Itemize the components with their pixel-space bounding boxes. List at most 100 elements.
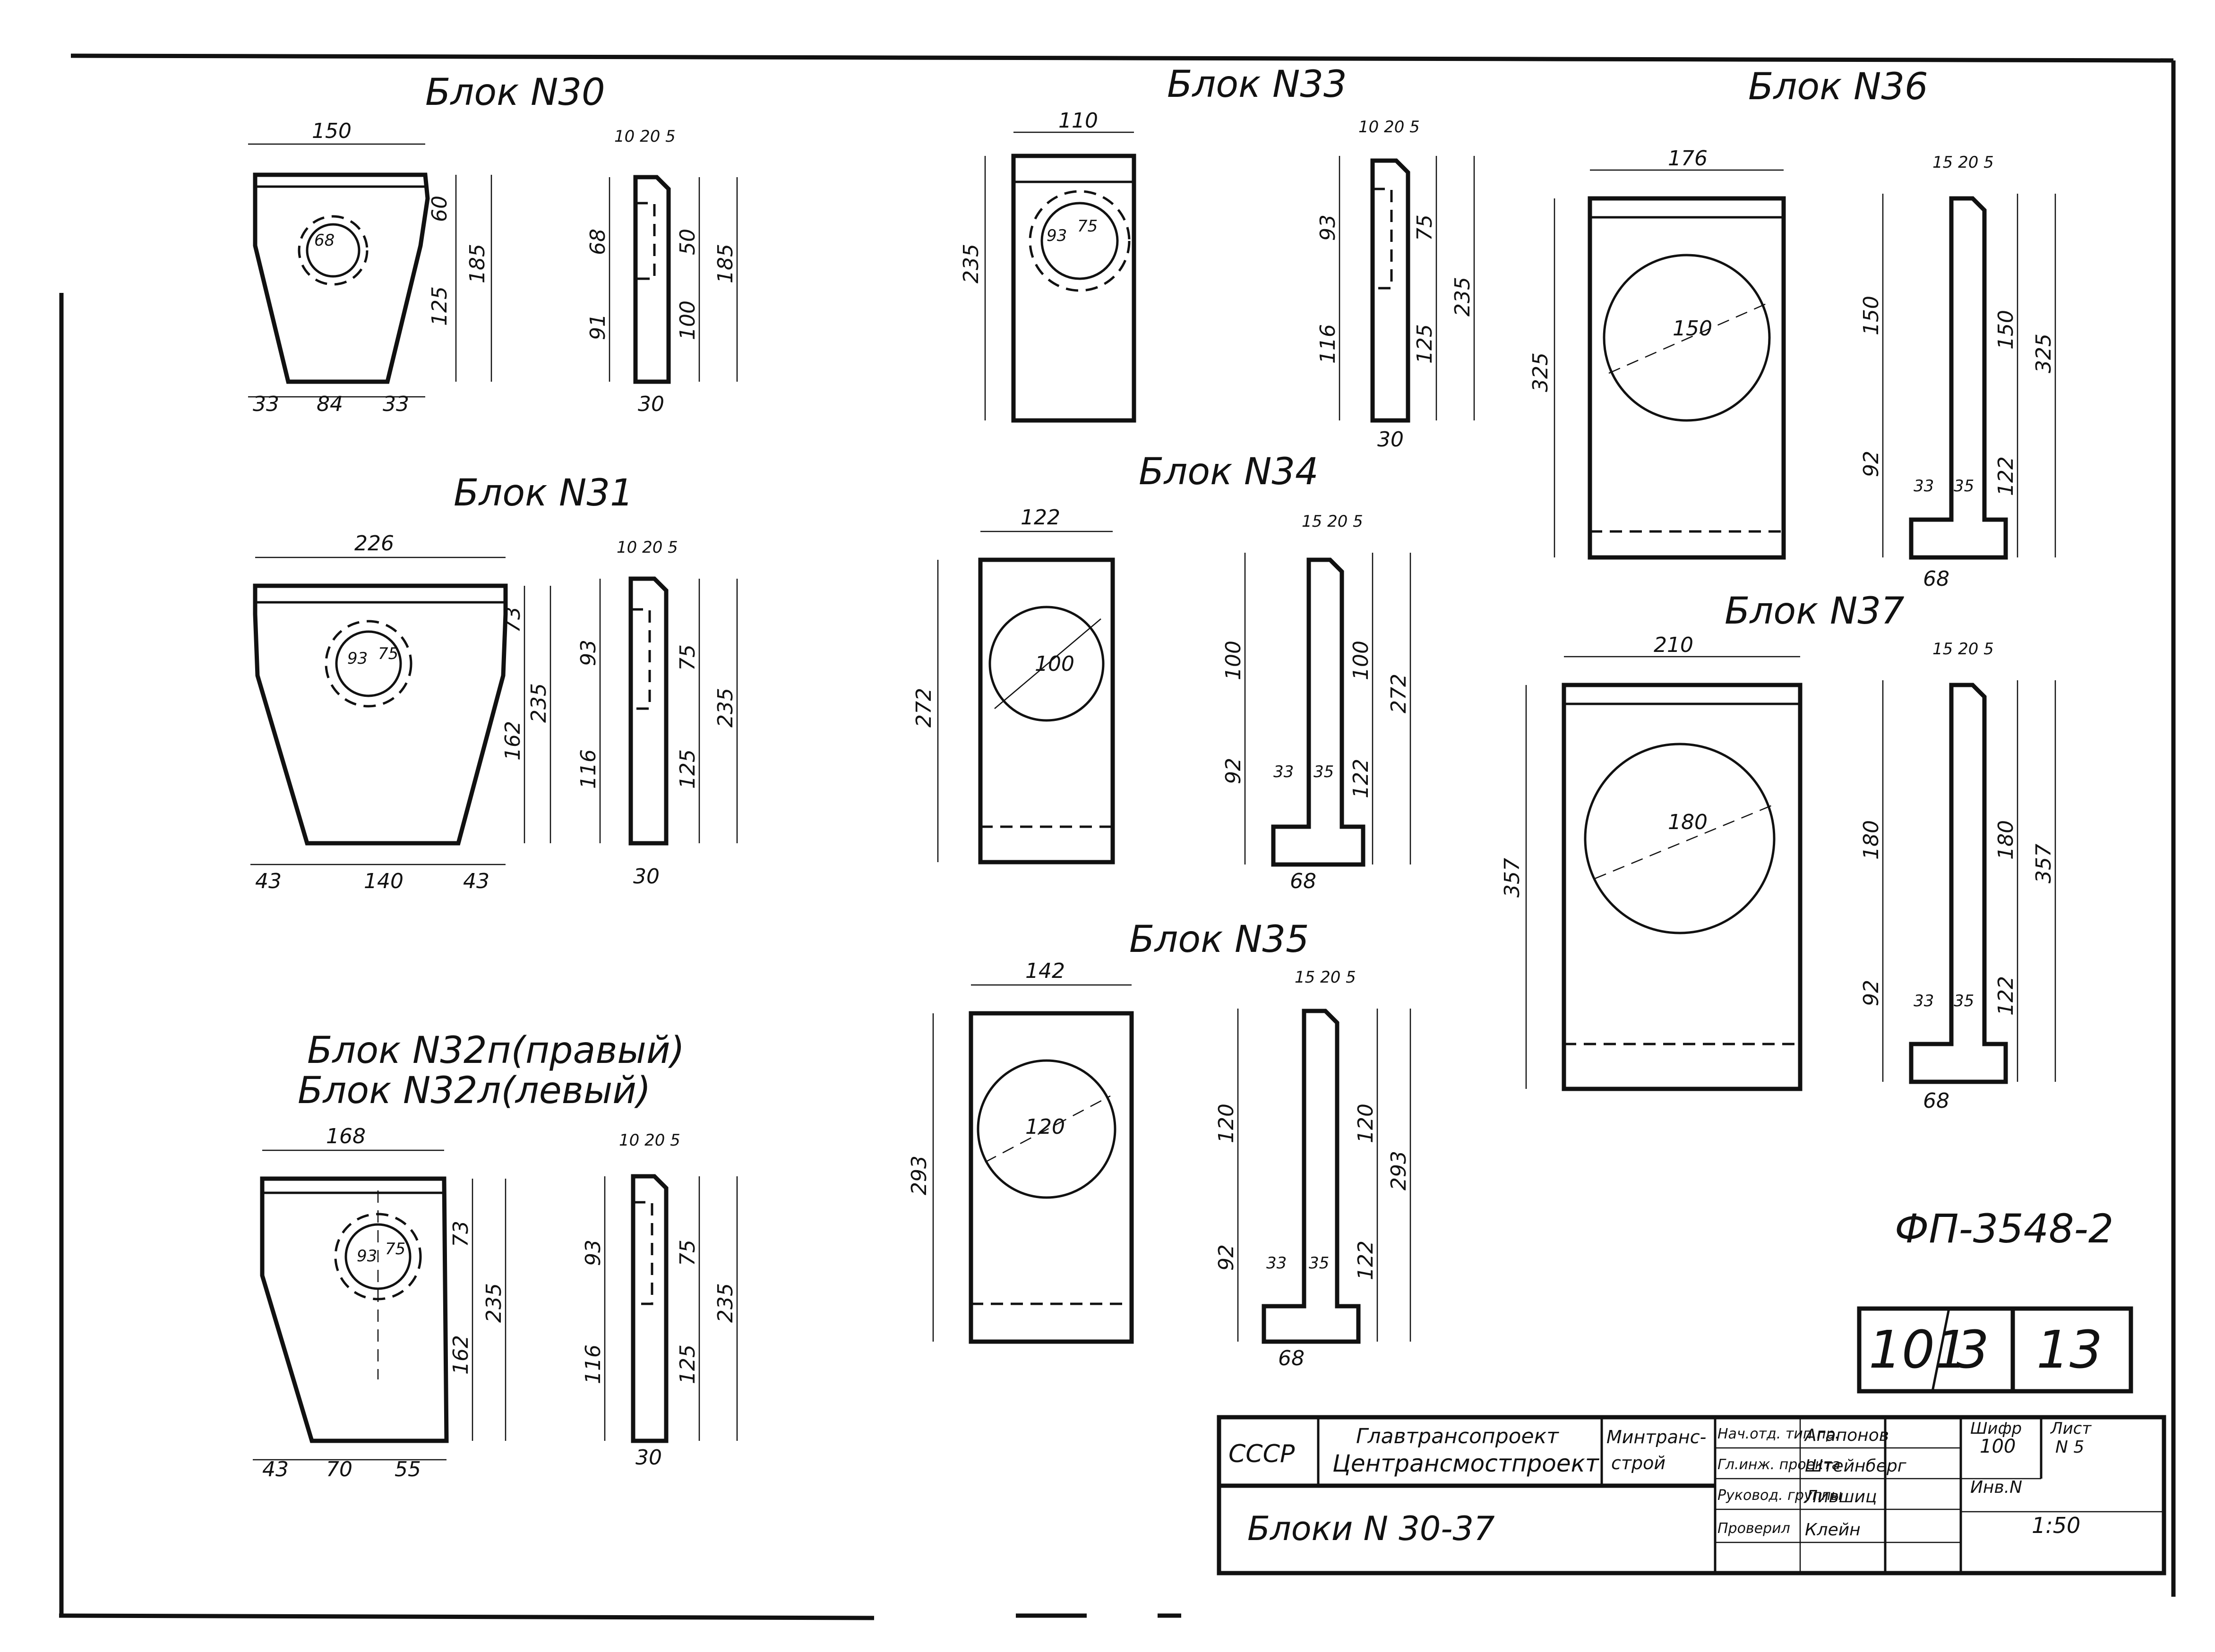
block-32-dim-h2: 162	[449, 1335, 473, 1375]
block-37-hole: 180	[1668, 810, 1708, 834]
block-30-side-bottom: 30	[638, 392, 664, 416]
tb-name-1: Агапонов	[1804, 1426, 1889, 1445]
tb-drawing-title: Блоки N 30-37	[1247, 1509, 1495, 1548]
block-30-side: 10 20 5 185 30 68 91 50 100	[586, 127, 738, 416]
block-33-side-total: 235	[1451, 277, 1475, 317]
block-34: Блок N34 122 272 100 15 20 5 272 68 33 3…	[912, 451, 1411, 893]
block-35-side-total: 293	[1387, 1151, 1411, 1190]
block-34-hole: 100	[1035, 652, 1074, 676]
block-37: Блок N37 210 357 180 15 20 5 357 68 33 3…	[1500, 590, 2056, 1113]
block-30-dim-br: 33	[383, 392, 409, 416]
block-31-side-bottom: 30	[633, 865, 660, 889]
block-30-title: Блок N30	[425, 71, 605, 114]
block-34-dim-h: 272	[912, 688, 936, 728]
block-37-dim-top: 210	[1654, 633, 1693, 657]
block-32-hole: 93	[357, 1247, 377, 1266]
block-32-title2: Блок N32л(левый)	[298, 1070, 651, 1112]
block-35-side-top: 15 20 5	[1295, 968, 1356, 987]
tb-ministry2: строй	[1611, 1453, 1666, 1473]
block-34-front: 122 272 100	[912, 505, 1115, 865]
block-33-side-l4: 116	[1316, 324, 1340, 364]
block-30-dim-h2: 125	[428, 286, 452, 326]
block-30-dim-bl: 33	[253, 392, 279, 416]
tb-role-2: Гл.инж. проекта	[1717, 1456, 1840, 1473]
block-33-dim-h: 235	[959, 244, 983, 283]
block-32-dim-bm: 70	[326, 1457, 352, 1481]
title-block: СССР Главтрансопроект Центрансмостпроект…	[1217, 1415, 2166, 1575]
block-35-front: 142 293 120	[907, 959, 1134, 1344]
block-30-side-r4: 100	[676, 300, 700, 340]
block-34-title: Блок N34	[1139, 451, 1319, 493]
tb-list-label: Лист	[2050, 1419, 2092, 1438]
tb-inv: Инв.N	[1970, 1478, 2022, 1497]
block-31-dim-top: 226	[354, 531, 394, 556]
tb-scale: 1:50	[2032, 1513, 2080, 1538]
sheet-frame	[59, 53, 2176, 1620]
block-30-dim-top: 150	[312, 119, 352, 143]
block-31-side-r3: 75	[676, 644, 700, 671]
block-30-side-l2: 68	[586, 229, 610, 255]
block-36-hole: 150	[1673, 317, 1712, 341]
block-36-step-b: 35	[1954, 477, 1974, 496]
drawing-code: ФП-3548-2	[1895, 1206, 2113, 1252]
tb-org2: Центрансмостпроект	[1332, 1450, 1600, 1477]
block-36-step-a: 33	[1914, 477, 1934, 496]
block-35-side-r2: 120	[1354, 1104, 1378, 1143]
block-32-title: Блок N32п(правый)	[307, 1029, 685, 1072]
block-33-front: 110 235 93 75	[959, 109, 1136, 423]
block-34-step-a: 33	[1273, 762, 1294, 781]
block-36-side-top: 15 20 5	[1932, 153, 1994, 172]
block-31-hole2: 75	[378, 644, 398, 663]
tb-role-1: Нач.отд. тип.пр.	[1717, 1426, 1839, 1442]
block-30: Блок N30 150 33 84 33 60 125 185 68 10 2	[248, 71, 738, 416]
block-32-hole2: 75	[385, 1240, 405, 1258]
block-37-step-a: 33	[1914, 992, 1934, 1010]
block-34-side-l4: 92	[1221, 758, 1245, 784]
block-31-dim-br: 43	[463, 869, 489, 893]
block-33-hole2: 75	[1077, 217, 1098, 236]
block-32-side: 10 20 5 235 30 93 116 75 125	[581, 1131, 738, 1470]
block-31-side-total: 235	[713, 688, 738, 728]
block-37-dim-h: 357	[1500, 858, 1524, 898]
block-30-side-r3: 50	[676, 229, 700, 255]
block-37-side-l4: 92	[1859, 980, 1883, 1006]
tb-name-4: Клейн	[1805, 1520, 1861, 1540]
block-34-side-bottom: 68	[1290, 869, 1316, 893]
block-32-side-top: 10 20 5	[619, 1131, 680, 1150]
block-36-dim-h: 325	[1528, 352, 1553, 392]
block-37-side: 15 20 5 357 68 33 35 180 92 180 122	[1859, 640, 2056, 1113]
block-36-side-bottom: 68	[1923, 567, 1949, 591]
block-32: Блок N32п(правый) Блок N32л(левый) 168 4…	[253, 1029, 738, 1481]
block-35-step-b: 35	[1309, 1254, 1329, 1273]
block-32-dim-top: 168	[326, 1124, 366, 1148]
block-35-hole: 120	[1025, 1115, 1065, 1139]
block-31-front: 226 43 140 43 73 162 235 93 75	[250, 531, 551, 893]
block-35: Блок N35 142 293 120 15 20 5 293 68 33 3…	[907, 918, 1411, 1370]
block-31-dim-bl: 43	[255, 869, 282, 893]
block-37-front: 210 357 180	[1500, 633, 1803, 1091]
block-31-title: Блок N31	[454, 472, 634, 514]
block-30-dim-h: 185	[465, 244, 489, 283]
block-31-side-l3: 93	[576, 640, 601, 666]
block-33-side-r4: 125	[1413, 324, 1437, 364]
block-37-side-r4: 122	[1994, 976, 2018, 1016]
block-32-side-r3: 75	[676, 1240, 700, 1266]
block-32-front: 168 43 70 55 73 162 235 93 75	[253, 1124, 507, 1481]
block-33-dim-top: 110	[1058, 109, 1098, 133]
sheet-ref-2: 3	[1956, 1319, 1989, 1380]
tb-country: СССР	[1228, 1440, 1295, 1468]
block-32-side-r4: 125	[676, 1344, 700, 1384]
block-37-side-total: 357	[2032, 844, 2056, 883]
block-32-dim-h: 235	[482, 1283, 506, 1323]
block-30-dim-h1: 60	[428, 196, 452, 222]
block-35-step-a: 33	[1266, 1254, 1287, 1273]
block-31-side-l4: 116	[576, 749, 601, 789]
block-32-side-l4: 116	[581, 1344, 605, 1384]
tb-role-3: Руковод. группы	[1717, 1487, 1842, 1504]
block-33-side-r3: 75	[1413, 214, 1437, 241]
block-35-side-r3: 122	[1354, 1241, 1378, 1280]
block-34-step-b: 35	[1314, 762, 1334, 781]
block-31-side-top: 10 20 5	[617, 538, 678, 557]
block-31-hole: 93	[347, 649, 368, 668]
